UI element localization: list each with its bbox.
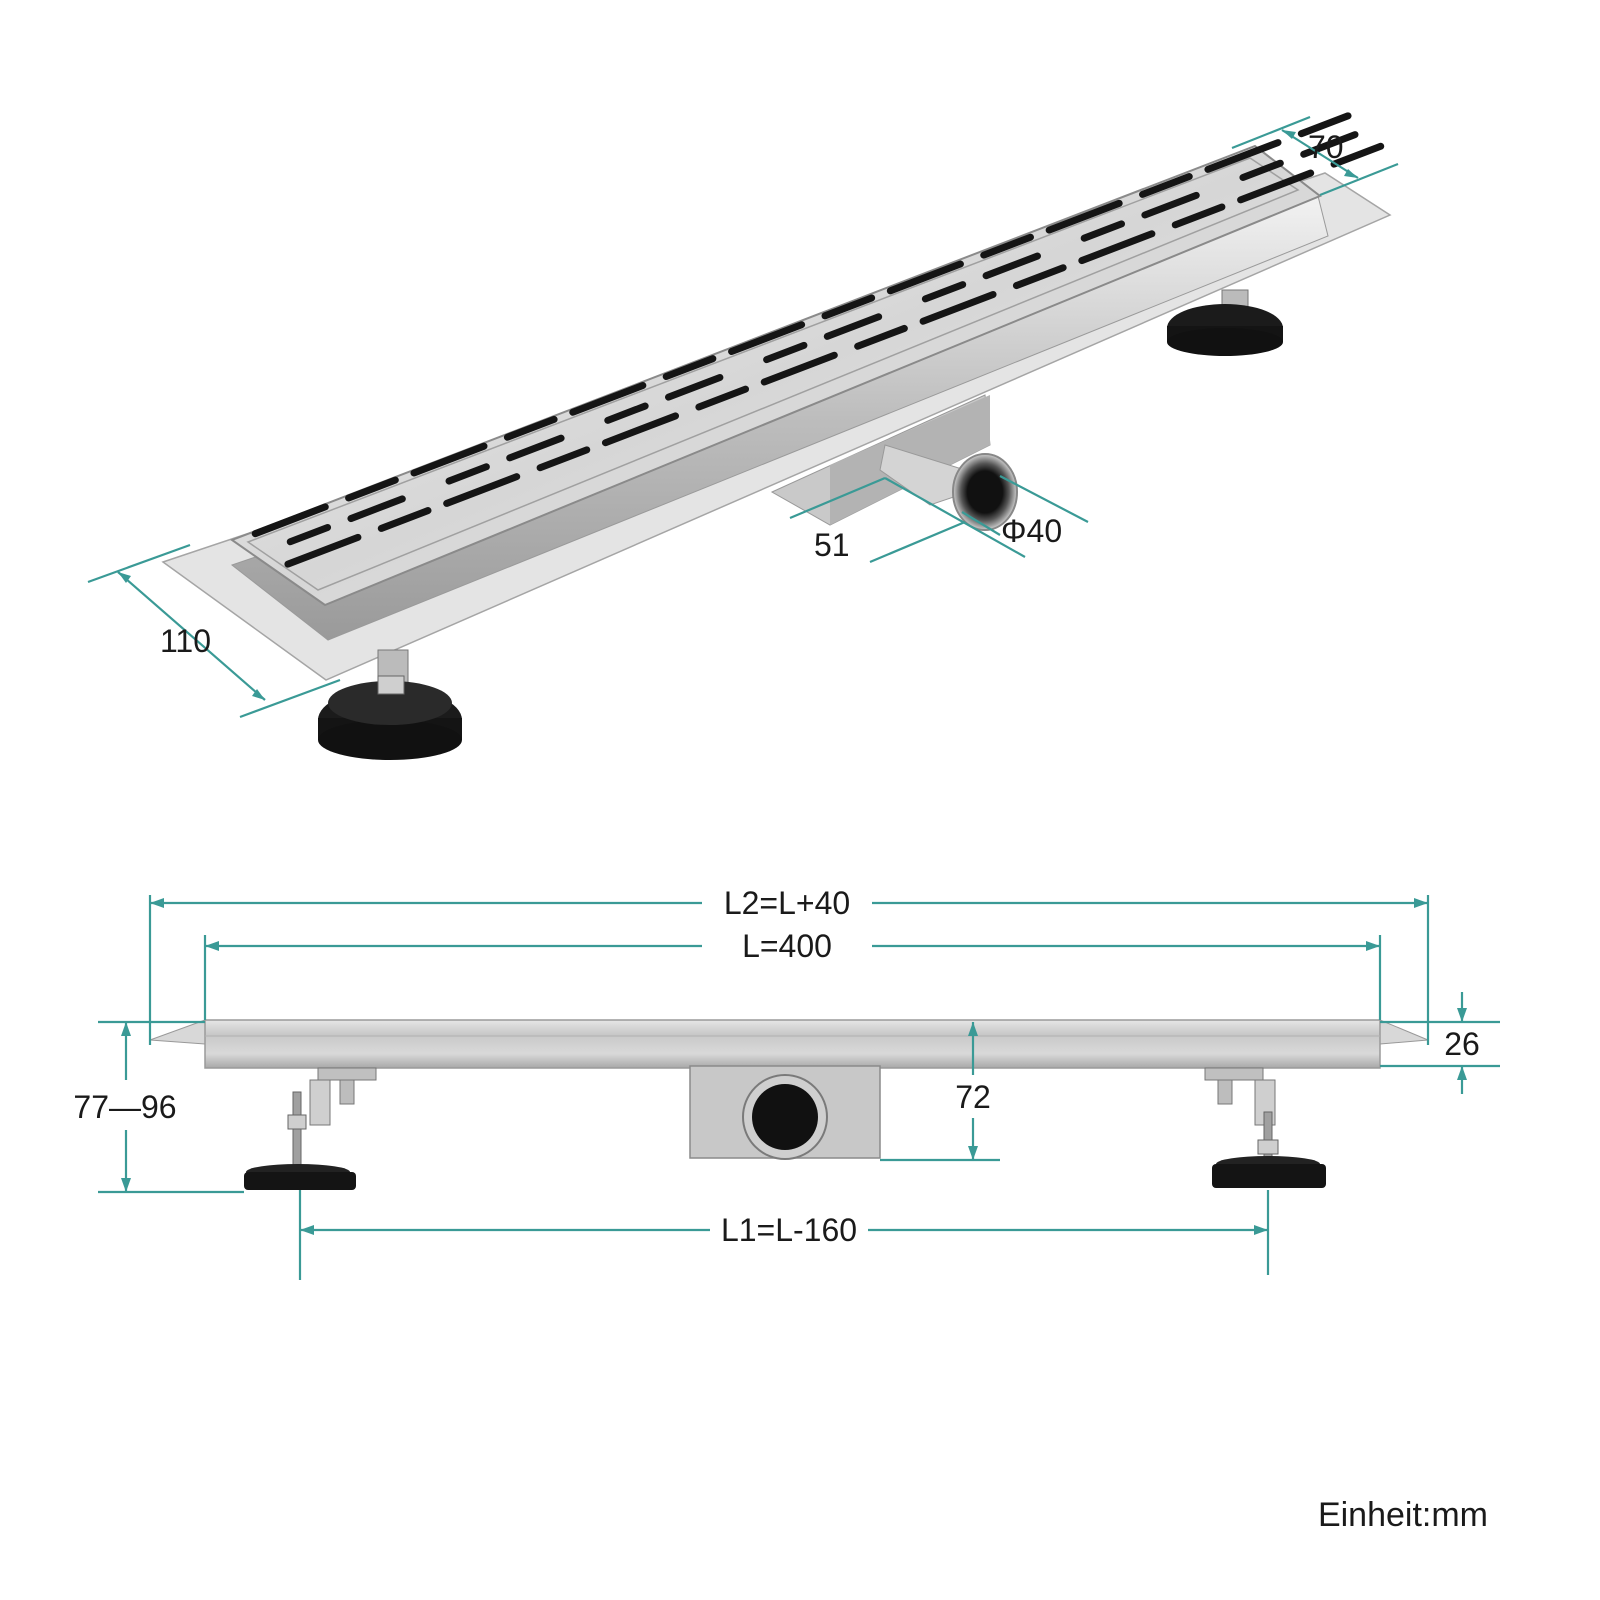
grate-slot: [377, 507, 432, 532]
grate-slots: [251, 112, 1385, 568]
grate-slot: [980, 233, 1034, 259]
dim-label-26: 26: [1444, 1026, 1480, 1062]
grate-slot: [760, 351, 838, 386]
grate-slot: [1239, 159, 1284, 181]
grate-slot: [1012, 264, 1067, 290]
outlet-pipe-opening: [952, 453, 1018, 531]
grate-slot: [763, 341, 808, 364]
adjustable-foot-left: [318, 649, 462, 760]
grate-slot: [1300, 131, 1359, 158]
dim-length: L=400: [203, 928, 1382, 1020]
dim-label-l1: L1=L-160: [721, 1212, 857, 1248]
grate-slot: [1297, 112, 1352, 138]
dim-label-110: 110: [160, 623, 211, 659]
side-foot-right: [1204, 1067, 1326, 1188]
grate-slot: [823, 313, 883, 340]
grate-slot: [503, 415, 558, 441]
perspective-view: 70 110 51 Φ40: [87, 112, 1399, 760]
grate-slot: [1139, 173, 1193, 198]
grate-slot: [601, 412, 680, 447]
grate-slot: [445, 463, 490, 485]
grate-slot: [886, 260, 964, 295]
dim-body-height: 72: [880, 1022, 1000, 1162]
grate-slot: [284, 533, 362, 568]
grate-slot: [1045, 199, 1123, 234]
grate-slot: [821, 294, 876, 320]
grate-slot: [604, 402, 649, 424]
grate-slot: [506, 434, 565, 462]
grate-slot: [1078, 230, 1156, 265]
dim-label-70: 70: [1308, 129, 1344, 165]
grate-slot: [695, 385, 750, 411]
grate-slot: [536, 446, 591, 472]
unit-label: Einheit:mm: [1318, 1496, 1488, 1534]
grate-slot: [1080, 220, 1126, 242]
grate-slot: [662, 355, 717, 381]
side-view: L2=L+40 L=400 L1=L-160: [73, 885, 1500, 1280]
grate-slot: [443, 473, 521, 507]
grate-slot: [919, 290, 997, 325]
dim-label-51: 51: [814, 527, 850, 563]
dim-total-length: L2=L+40: [148, 885, 1430, 1045]
grate-slot: [1141, 191, 1200, 219]
dim-outlet-offset: 51: [789, 476, 1026, 564]
grate-slot: [347, 495, 406, 523]
grate-slot: [1171, 203, 1226, 229]
dim-label-height-range: 77—96: [73, 1089, 176, 1125]
grate-slot: [251, 503, 329, 538]
dim-label-l2: L2=L+40: [724, 885, 850, 921]
grate-slot: [921, 281, 967, 303]
grate-slot: [728, 321, 806, 356]
dim-outlet-diameter: Φ40: [961, 475, 1089, 549]
grate-slot: [1330, 142, 1385, 168]
dim-grate-width: 70: [1231, 115, 1399, 197]
dim-label-phi40: Φ40: [1001, 513, 1062, 549]
side-channel-body: [204, 1019, 1381, 1069]
grate-slot: [286, 523, 332, 546]
grate-slot: [1237, 169, 1315, 204]
grate-slot: [982, 252, 1041, 280]
dim-label-l: L=400: [742, 928, 832, 964]
dim-flange-width: 110: [87, 543, 341, 719]
dim-height-range: 77—96: [73, 1020, 244, 1194]
grate-slot: [854, 324, 908, 350]
dim-flange-height: 26: [1380, 992, 1500, 1094]
grate-slot: [1204, 139, 1282, 173]
grate-slot: [410, 442, 488, 477]
grate-slot: [345, 476, 399, 502]
dim-feet-spacing: L1=L-160: [298, 1190, 1270, 1280]
adjustable-foot-right: [1167, 289, 1283, 356]
grate-slot: [665, 373, 724, 401]
side-foot-left: [244, 1067, 377, 1190]
grate-slot: [569, 381, 647, 416]
dim-label-72: 72: [955, 1079, 991, 1115]
